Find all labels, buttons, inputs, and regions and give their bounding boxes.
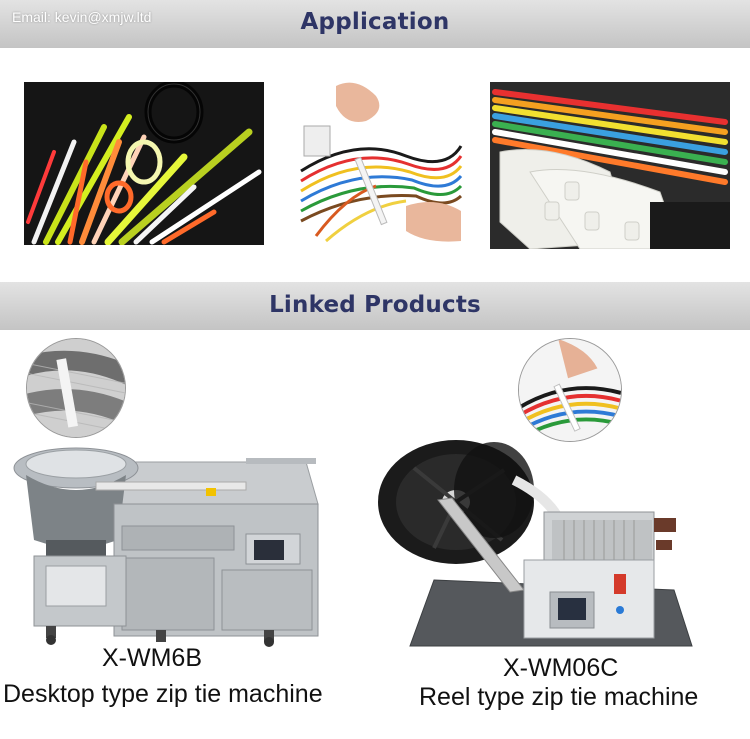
product-description-right: Reel type zip tie machine	[419, 683, 699, 711]
product-model-right: X-WM06C	[503, 654, 619, 682]
product-model-left: X-WM6B	[102, 644, 202, 672]
wire-bundle-detail-photo	[518, 338, 622, 442]
braided-hose-detail-photo	[26, 338, 126, 438]
wire-harness-tie-photo	[296, 76, 466, 244]
bundled-cable-ties-photo	[490, 82, 730, 249]
linked-products-banner: Linked Products	[0, 282, 750, 330]
product-description-left: Desktop type zip tie machine	[3, 680, 323, 708]
reel-zip-tie-machine-photo	[374, 440, 694, 648]
desktop-zip-tie-machine-photo	[6, 430, 326, 648]
application-title: Application	[300, 9, 450, 35]
linked-products-title: Linked Products	[269, 292, 481, 318]
application-banner: Email: kevin@xmjw.ltd Application	[0, 0, 750, 48]
colored-cable-ties-photo	[24, 82, 264, 245]
email-contact: Email: kevin@xmjw.ltd	[12, 9, 152, 25]
